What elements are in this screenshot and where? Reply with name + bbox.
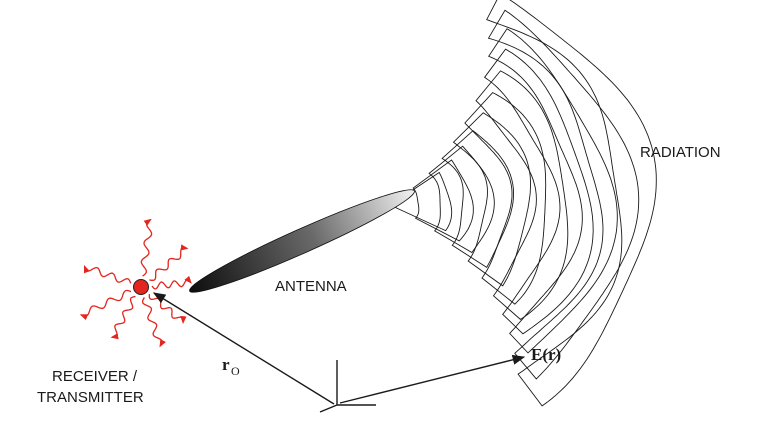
radiation-contour xyxy=(441,130,514,269)
radiation-contour xyxy=(452,112,531,287)
position-vector-arrow xyxy=(152,292,335,405)
radiation-contour xyxy=(428,145,495,254)
radiation-contour xyxy=(464,92,547,305)
receiver-label-line2: TRANSMITTER xyxy=(37,389,144,406)
wave-arrow xyxy=(149,244,189,281)
wave-arrow xyxy=(110,295,136,340)
wave-arrow xyxy=(83,265,132,284)
receiver-dot xyxy=(133,279,149,295)
radiation-contour xyxy=(475,70,569,320)
radiation-pattern xyxy=(394,0,657,407)
wave-arrow xyxy=(151,275,192,290)
wave-arrow xyxy=(140,218,153,277)
antenna-shape xyxy=(189,189,415,293)
radiation-contour xyxy=(488,28,618,354)
antenna-label: ANTENNA xyxy=(275,278,347,295)
field-vector-arrow xyxy=(339,354,526,404)
field-vector-label: E(r) xyxy=(531,345,561,364)
wave-arrow xyxy=(79,289,132,321)
radiation-contour xyxy=(487,9,640,380)
wave-arrow xyxy=(141,297,166,348)
receiver-wave-arrows xyxy=(79,218,192,348)
radiation-contour xyxy=(412,159,474,242)
position-vector-symbol: r xyxy=(222,355,230,374)
radiation-label: RADIATION xyxy=(640,144,721,161)
radiation-contour xyxy=(486,0,657,407)
position-vector-subscript: O xyxy=(231,364,240,378)
receiver-label-line1: RECEIVER / xyxy=(52,368,138,385)
radiation-contour xyxy=(483,48,594,335)
origin-axes xyxy=(319,360,376,413)
